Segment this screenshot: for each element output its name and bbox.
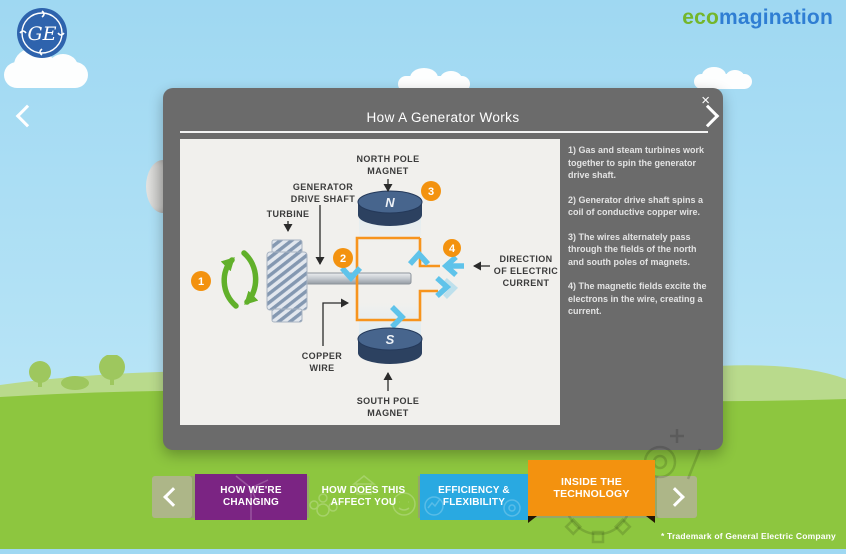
ge-logo: GE <box>17 8 67 58</box>
tab-efficiency-flexibility[interactable]: EFFICIENCY & FLEXIBILITY <box>420 474 528 520</box>
label-drive-shaft: GENERATOR <box>293 182 353 192</box>
label-copper-wire: COPPER <box>302 351 343 361</box>
step-2: 2) Generator drive shaft spins a coil of… <box>568 194 704 218</box>
generator-modal: How A Generator Works × <box>163 88 723 450</box>
modal-title: How A Generator Works <box>366 110 520 125</box>
svg-text:MAGNET: MAGNET <box>367 408 408 418</box>
svg-text:DRIVE SHAFT: DRIVE SHAFT <box>291 194 356 204</box>
diagram-labels: NORTH POLE MAGNET GENERATOR DRIVE SHAFT … <box>267 154 558 418</box>
copper-coil <box>355 236 440 322</box>
trademark-note: * Trademark of General Electric Company <box>660 531 836 541</box>
step-4: 4) The magnetic fields excite the electr… <box>568 281 707 316</box>
cloud <box>4 48 88 88</box>
cloud <box>694 67 752 89</box>
tab-fold-right <box>646 516 655 523</box>
header-divider <box>180 131 708 133</box>
svg-text:MAGNET: MAGNET <box>367 166 408 176</box>
close-icon[interactable]: × <box>701 92 710 109</box>
tab-fold-left <box>528 516 537 523</box>
magination-text: magination <box>718 6 833 29</box>
tab-how-were-changing[interactable]: HOW WE'RE CHANGING <box>195 474 307 520</box>
label-turbine: TURBINE <box>267 209 310 219</box>
step-markers: 1 2 3 4 <box>191 181 461 291</box>
rotation-arrows <box>220 250 259 309</box>
ge-monogram: GE <box>27 23 56 45</box>
current-arrows <box>339 249 464 329</box>
modal-prev-icon[interactable] <box>15 104 39 128</box>
svg-text:2: 2 <box>340 253 346 265</box>
svg-text:WIRE: WIRE <box>309 363 334 373</box>
generator-diagram: N S NORTH POLE MAGNET GENERATOR <box>191 154 558 418</box>
nav-prev-button[interactable] <box>152 476 192 518</box>
south-pole-magnet: S <box>357 327 423 364</box>
svg-text:1: 1 <box>198 276 204 288</box>
nav-next-button[interactable] <box>657 476 697 518</box>
diagram-panel: N S NORTH POLE MAGNET GENERATOR <box>180 139 560 425</box>
tab-inside-the-technology[interactable]: INSIDE THE TECHNOLOGY <box>528 460 655 516</box>
north-pole-magnet: N <box>357 190 423 226</box>
svg-text:OF ELECTRIC: OF ELECTRIC <box>494 266 558 276</box>
svg-text:4: 4 <box>449 243 456 255</box>
explanation-steps: 1) Gas and steam turbines work together … <box>568 144 709 330</box>
svg-text:N: N <box>385 195 395 210</box>
label-north-pole: NORTH POLE <box>356 154 419 164</box>
step-3: 3) The wires alternately pass through th… <box>568 231 697 267</box>
step-1: 1) Gas and steam turbines work together … <box>568 145 705 180</box>
label-south-pole: SOUTH POLE <box>357 396 420 406</box>
svg-text:S: S <box>386 332 395 347</box>
svg-text:3: 3 <box>428 186 434 198</box>
svg-text:CURRENT: CURRENT <box>503 278 550 288</box>
leader-arrows <box>283 179 490 391</box>
chevron-left-icon <box>163 487 183 507</box>
label-direction: DIRECTION <box>499 254 552 264</box>
ecomagination-logo: ecomagination <box>682 6 833 30</box>
turbine-gear <box>266 239 308 323</box>
tab-how-does-this-affect-you[interactable]: HOW DOES THIS AFFECT YOU <box>309 474 418 520</box>
eco-text: eco <box>682 6 719 29</box>
